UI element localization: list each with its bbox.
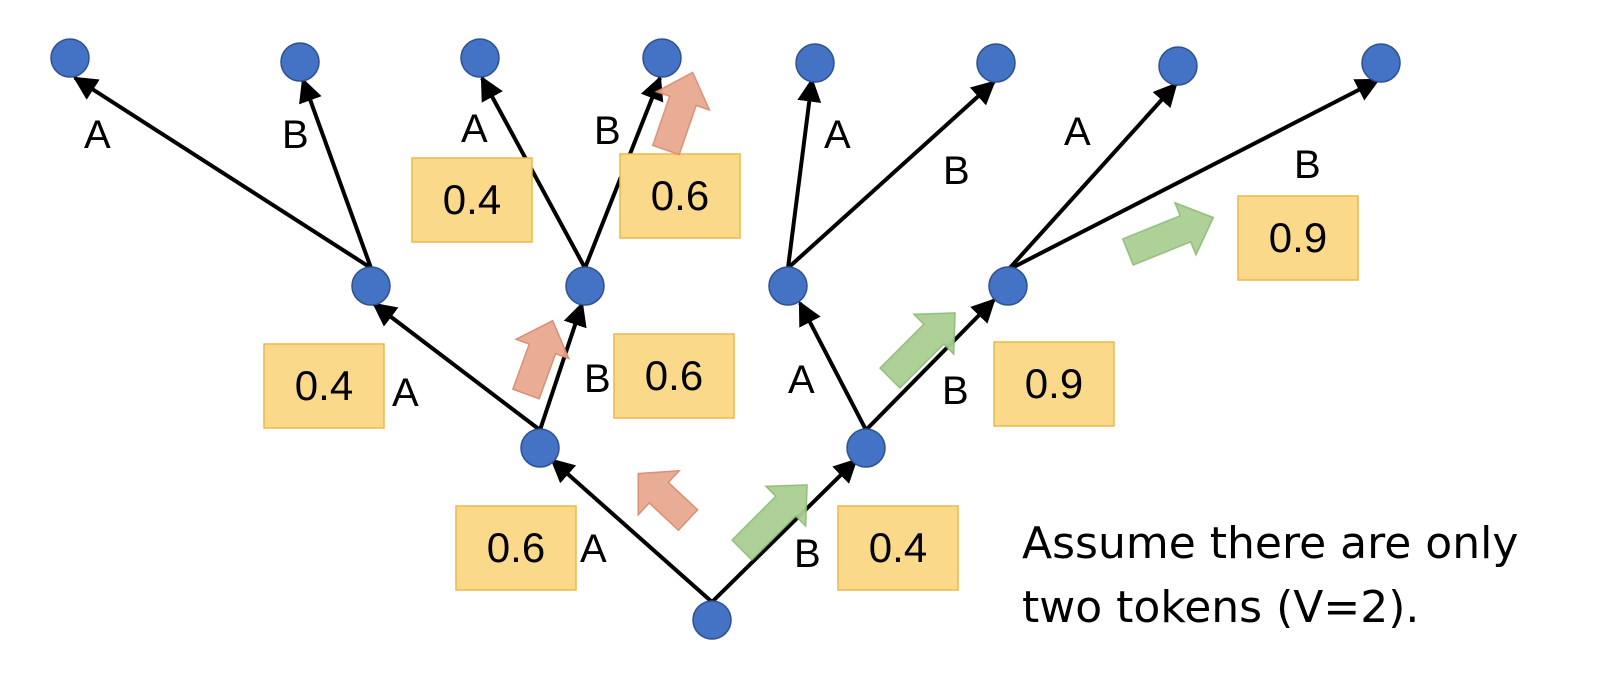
assumption-note: Assume there are only two tokens (V=2). (1022, 518, 1518, 633)
edge-RL-B (786, 80, 996, 270)
edge-R-B (864, 298, 996, 432)
node-leaf-8 (1361, 43, 1401, 83)
prob-box-RR-B: 0.9 (1237, 195, 1359, 281)
node-R (846, 428, 886, 468)
edge-L-A (372, 302, 542, 432)
edge-root-B (710, 458, 858, 604)
prob-box-R-B: 0.9 (993, 341, 1115, 427)
edge-label-LR-B: B (594, 109, 621, 153)
edge-L-B (538, 301, 587, 431)
prob-box-LR-A: 0.4 (411, 157, 533, 243)
prob-value: 0.4 (869, 524, 927, 571)
node-LR (565, 266, 605, 306)
edge-label-LR-A: A (461, 107, 488, 151)
prob-box-L-B: 0.6 (613, 333, 735, 419)
edge-LR-A (480, 75, 587, 269)
prob-box-LR-B: 0.6 (619, 153, 741, 239)
optimal-path-arrows (731, 201, 1215, 561)
node-RR (988, 266, 1028, 306)
prob-box-L-A: 0.4 (263, 343, 385, 429)
edge-label-RR-A: A (1064, 110, 1091, 154)
prob-value: 0.6 (645, 352, 703, 399)
edge-label-R-B: B (942, 369, 969, 413)
node-L (520, 428, 560, 468)
edge-LL-A (72, 76, 373, 270)
node-leaf-3 (460, 38, 500, 78)
edge-RR-B (1007, 78, 1381, 272)
node-leaf-5 (795, 43, 835, 83)
greedy-path-arrows (511, 71, 711, 532)
prob-box-root-B: 0.4 (837, 505, 959, 591)
greedy-arrow-3 (651, 71, 711, 156)
edge-RL-A (786, 77, 822, 269)
node-leaf-6 (976, 43, 1016, 83)
node-leaf-7 (1158, 46, 1198, 86)
nodes (50, 38, 1401, 640)
prob-value: 0.6 (487, 524, 545, 571)
node-leaf-2 (280, 42, 320, 82)
edge-label-LL-A: A (84, 113, 111, 157)
edge-labels: A B A B A B A B A B A B A B (84, 107, 1321, 576)
edges (72, 75, 1381, 604)
edge-label-RL-B: B (943, 149, 970, 193)
node-LL (351, 266, 391, 306)
edge-label-root-A: A (580, 527, 607, 571)
probability-boxes: 0.6 0.4 0.4 0.6 0.9 0.4 0.6 0.9 (263, 153, 1359, 591)
edge-RR-A (1006, 82, 1178, 272)
edge-label-L-A: A (392, 371, 419, 415)
note-line-2: two tokens (V=2). (1022, 582, 1419, 633)
node-root (692, 600, 732, 640)
edge-label-root-B: B (794, 532, 821, 576)
edge-LL-B (299, 77, 373, 269)
edge-label-LL-B: B (282, 113, 309, 157)
note-line-1: Assume there are only (1022, 518, 1518, 569)
edge-root-A (550, 458, 714, 604)
edge-label-RR-B: B (1294, 143, 1321, 187)
optimal-arrow-1 (731, 484, 808, 561)
node-leaf-4 (642, 38, 682, 78)
prob-value: 0.4 (295, 362, 353, 409)
prob-value: 0.4 (443, 176, 501, 223)
optimal-arrow-3 (1121, 201, 1215, 266)
optimal-arrow-2 (879, 312, 956, 389)
node-leaf-1 (50, 38, 90, 78)
edge-label-R-A: A (788, 358, 815, 402)
node-RL (768, 266, 808, 306)
greedy-arrow-1 (637, 469, 699, 532)
edge-label-RL-A: A (824, 113, 851, 157)
prob-value: 0.6 (651, 172, 709, 219)
greedy-arrow-2 (511, 319, 571, 400)
edge-R-A (798, 300, 868, 431)
prob-value: 0.9 (1025, 360, 1083, 407)
edge-label-L-B: B (584, 357, 611, 401)
prob-value: 0.9 (1269, 214, 1327, 261)
prob-box-root-A: 0.6 (455, 505, 577, 591)
